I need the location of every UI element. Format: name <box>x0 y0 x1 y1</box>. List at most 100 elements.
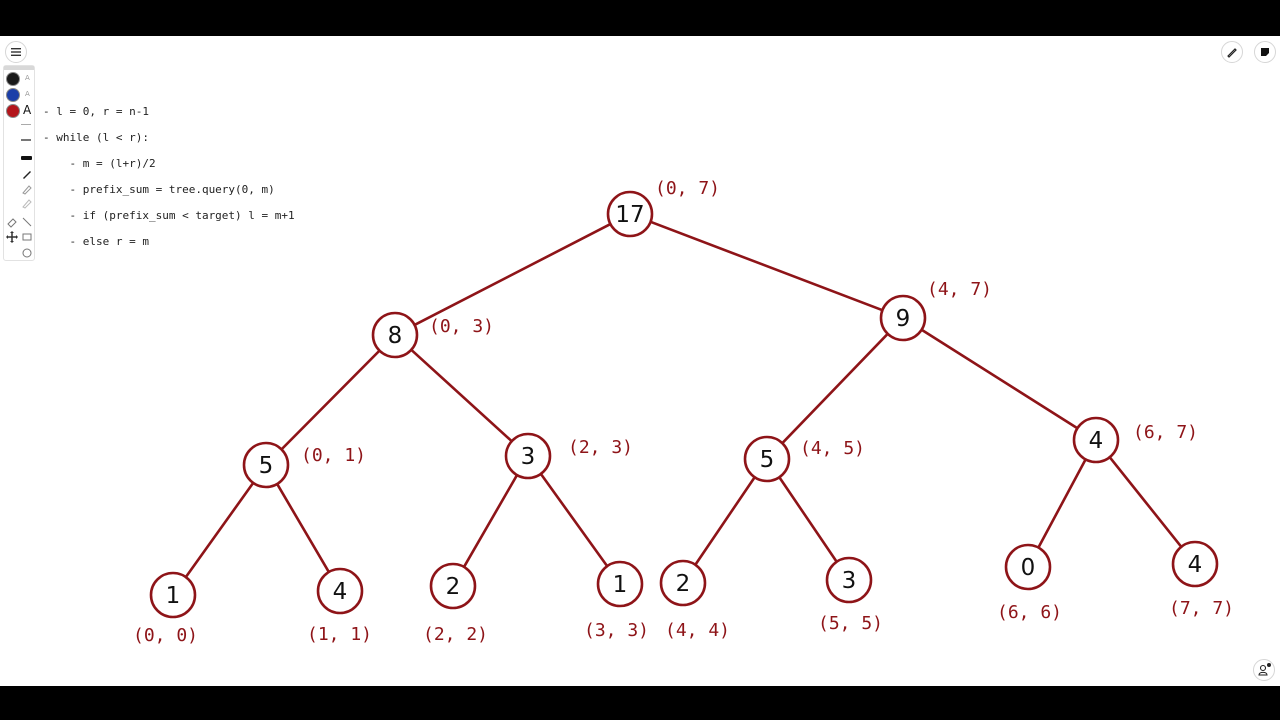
red-color-swatch[interactable] <box>6 104 20 118</box>
node-circle <box>371 311 419 359</box>
tree-edge-n0-7-n0-3 <box>413 222 612 327</box>
code-line: - if (prefix_sum < target) l = m+1 <box>43 209 295 222</box>
tree-node-n4-7: 9 <box>879 294 927 342</box>
circle-icon[interactable] <box>21 247 33 259</box>
range-label-n1-1: (1, 1) <box>307 624 372 645</box>
node-circle <box>743 435 791 483</box>
range-label-n6-6: (6, 6) <box>997 602 1062 623</box>
range-label-n7-7: (7, 7) <box>1169 598 1234 619</box>
tree-edge-n0-7-n4-7 <box>649 220 884 312</box>
range-label-n4-4: (4, 4) <box>665 620 730 641</box>
node-value: 5 <box>760 447 775 473</box>
pen-icon[interactable] <box>21 168 33 180</box>
tree-edge-n6-7-n7-7 <box>1108 455 1183 549</box>
range-label-n2-3: (2, 3) <box>568 437 633 458</box>
range-label-n4-5: (4, 5) <box>800 438 865 459</box>
line-icon[interactable] <box>21 216 33 228</box>
tree-edge-n0-3-n0-1 <box>280 349 381 451</box>
medium-stroke-option[interactable] <box>21 139 31 141</box>
tree-edge-n0-1-n1-1 <box>275 482 331 574</box>
tree-node-n6-7: 4 <box>1072 416 1120 464</box>
blue-color-swatch[interactable] <box>6 88 20 102</box>
tree-node-n5-5: 3 <box>825 556 873 604</box>
move-icon[interactable] <box>6 231 18 243</box>
node-value: 1 <box>166 583 181 609</box>
range-label-n4-7: (4, 7) <box>927 279 992 300</box>
tree-node-n0-3: 8 <box>371 311 419 359</box>
tree-edge-n4-7-n6-7 <box>920 328 1079 430</box>
node-value: 0 <box>1021 555 1036 581</box>
node-value: 4 <box>1089 428 1104 454</box>
tree-edge-n4-5-n4-4 <box>694 475 756 567</box>
highlighter-icon[interactable] <box>21 183 33 195</box>
node-value: 17 <box>615 202 644 228</box>
tree-edge-n4-7-n4-5 <box>780 332 890 445</box>
tree-node-n0-0: 1 <box>149 571 197 619</box>
black-color-swatch[interactable] <box>6 72 20 86</box>
range-labels: (0, 7)(0, 3)(4, 7)(0, 1)(2, 3)(4, 5)(6, … <box>133 178 1234 646</box>
code-line: - prefix_sum = tree.query(0, m) <box>43 183 275 196</box>
tree-node-n2-2: 2 <box>429 562 477 610</box>
code-line: - m = (l+r)/2 <box>43 157 156 170</box>
black-size-label: A <box>25 74 30 82</box>
node-circle <box>242 441 290 489</box>
tree-edge-n2-3-n3-3 <box>539 472 609 568</box>
range-label-n0-7: (0, 7) <box>655 178 720 199</box>
eraser-icon[interactable] <box>6 216 18 228</box>
node-value: 2 <box>676 571 691 597</box>
node-circle <box>1171 540 1219 588</box>
share-users-button[interactable] <box>1253 659 1275 681</box>
tree-edge-n6-7-n6-6 <box>1037 458 1087 549</box>
node-value: 2 <box>446 574 461 600</box>
node-circle <box>825 556 873 604</box>
node-value: 4 <box>1188 552 1203 578</box>
node-circle <box>1004 543 1052 591</box>
thick-stroke-option[interactable] <box>21 156 32 160</box>
node-circle <box>316 567 364 615</box>
node-circle <box>596 560 644 608</box>
menu-icon <box>11 48 21 56</box>
range-label-n6-7: (6, 7) <box>1133 422 1198 443</box>
code-line: - else r = m <box>43 235 149 248</box>
tree-node-n0-7: 17 <box>606 190 654 238</box>
tree-edge-n2-3-n2-2 <box>462 473 519 569</box>
tree-edge-n0-1-n0-0 <box>184 481 255 579</box>
range-label-n0-0: (0, 0) <box>133 625 198 646</box>
node-circle <box>659 559 707 607</box>
tree-edge-n4-5-n5-5 <box>778 475 838 564</box>
tree-node-n4-4: 2 <box>659 559 707 607</box>
sticky-note-button[interactable] <box>1254 41 1276 63</box>
node-value: 5 <box>259 453 274 479</box>
sticky-note-icon <box>1261 48 1269 56</box>
black-color-swatch-dot <box>6 72 20 86</box>
node-value: 3 <box>521 444 536 470</box>
tree-node-n6-6: 0 <box>1004 543 1052 591</box>
pen-edit-button[interactable] <box>1221 41 1243 63</box>
range-label-n5-5: (5, 5) <box>818 613 883 634</box>
marker-icon[interactable] <box>21 197 33 209</box>
thin-stroke-option[interactable] <box>21 124 31 125</box>
blue-color-swatch-dot <box>6 88 20 102</box>
node-value: 1 <box>613 572 628 598</box>
rectangle-icon[interactable] <box>21 231 33 243</box>
red-color-swatch-dot <box>6 104 20 118</box>
node-circle <box>1072 416 1120 464</box>
tree-node-n4-5: 5 <box>743 435 791 483</box>
tree-node-n0-1: 5 <box>242 441 290 489</box>
tree-node-n3-3: 1 <box>596 560 644 608</box>
node-circle <box>504 432 552 480</box>
pen-edit-icon <box>1227 48 1237 58</box>
node-circle <box>149 571 197 619</box>
pseudocode-block: - l = 0, r = n-1 - while (l < r): - m = (… <box>43 103 295 259</box>
red-size-label: A <box>23 103 32 117</box>
node-circle <box>879 294 927 342</box>
tree-node-n7-7: 4 <box>1171 540 1219 588</box>
tree-edge-n0-3-n2-3 <box>409 348 514 443</box>
range-label-n3-3: (3, 3) <box>584 620 649 641</box>
menu-button[interactable] <box>5 41 27 63</box>
code-line: - while (l < r): <box>43 131 149 144</box>
drawing-toolbar: A A A <box>3 65 35 261</box>
code-line: - l = 0, r = n-1 <box>43 105 149 118</box>
